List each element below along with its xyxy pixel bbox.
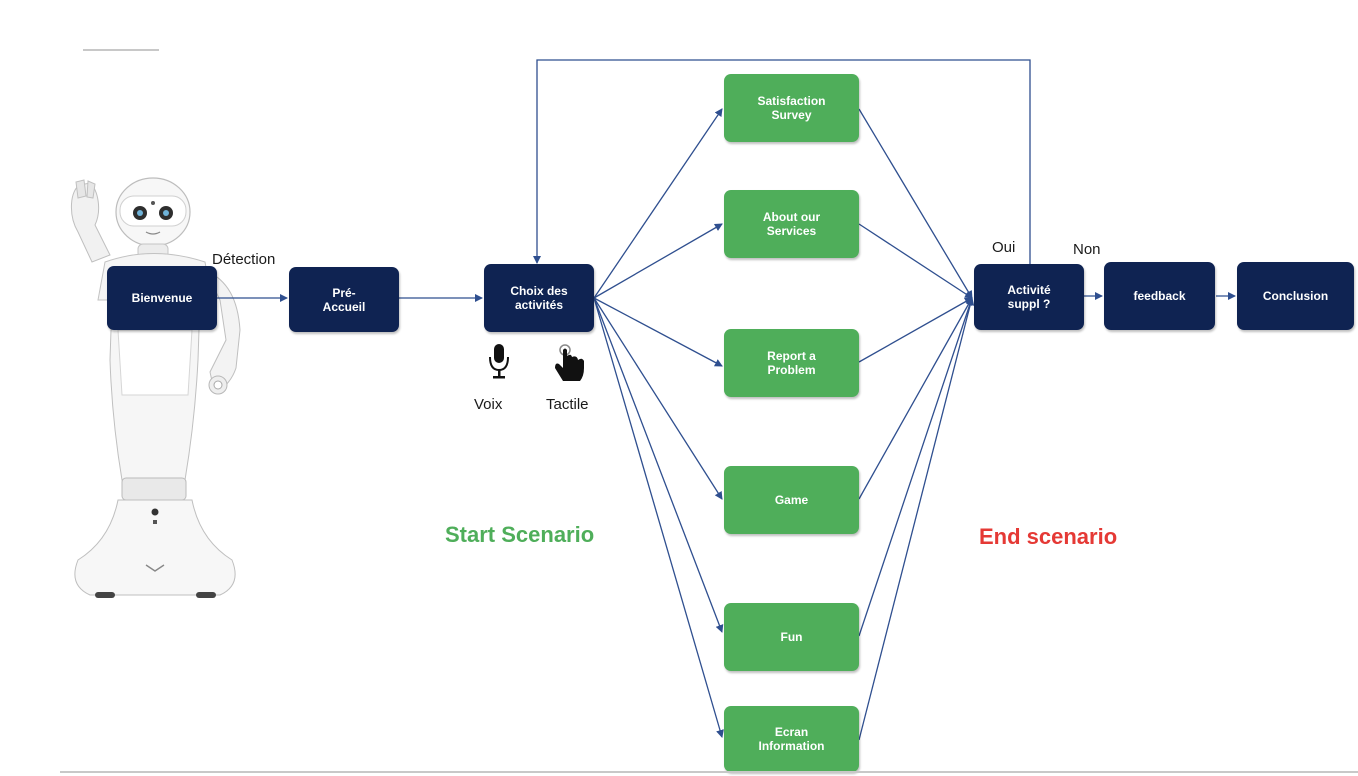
node-fun: Fun [724,603,859,671]
node-satisfaction-survey: Satisfaction Survey [724,74,859,142]
label-non: Non [1073,241,1101,258]
microphone-icon [489,344,509,379]
node-choix-activites: Choix des activités [484,264,594,332]
node-activite-suppl: Activité suppl ? [974,264,1084,330]
node-about-services: About our Services [724,190,859,258]
node-conclusion: Conclusion [1237,262,1354,330]
node-ecran-information: Ecran Information [724,706,859,772]
connectors [217,59,1236,741]
label-start-scenario: Start Scenario [445,522,595,547]
arrow-report-activite [858,297,973,363]
hand-pointer-icon [555,344,584,381]
arrow-game-activite [858,297,973,500]
node-game: Game [724,466,859,534]
label-tactile: Tactile [546,396,589,413]
arrow-choix-game [593,297,723,500]
pepper-robot-image [71,177,241,598]
top-divider [83,49,159,51]
arrow-choix-report [593,297,723,367]
label-voix: Voix [474,396,503,413]
arrow-about-activite [858,223,973,299]
label-oui: Oui [992,239,1016,256]
arrow-choix-ecran [593,297,724,738]
label-end-scenario: End scenario [979,524,1118,549]
arrow-ecran-activite [858,297,975,741]
label-detection: Détection [212,251,276,268]
node-feedback: feedback [1104,262,1215,330]
node-bienvenue: Bienvenue [107,266,217,330]
arrow-loop-oui [533,59,1031,264]
arrow-choix-about [593,223,723,299]
arrow-satisfaction-activite [858,108,973,299]
arrow-choix-fun [593,297,724,633]
arrow-choix-satisfaction [593,108,723,299]
node-pre-accueil: Pré- Accueil [289,267,399,332]
bottom-divider [60,771,1358,773]
arrow-fun-activite [858,297,974,637]
node-report-problem: Report a Problem [724,329,859,397]
